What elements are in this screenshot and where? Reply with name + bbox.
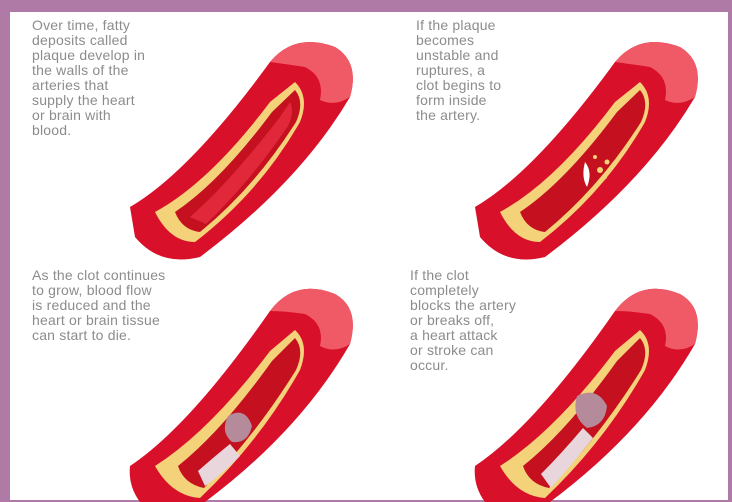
artery-illustration [465, 266, 715, 502]
artery-illustration [465, 22, 715, 262]
panel-clot-growth: As the clot continues to grow, blood flo… [10, 264, 370, 500]
panel-plaque-rupture: If the plaque becomes unstable and ruptu… [370, 12, 728, 262]
panel-full-blockage: If the clot completely blocks the artery… [370, 264, 728, 500]
clot-particle [597, 167, 603, 173]
clot-particle [605, 160, 610, 165]
artery-illustration [120, 22, 370, 262]
clot-particle [603, 175, 607, 179]
panel-plaque-buildup: Over time, fatty deposits called plaque … [10, 12, 370, 262]
diagram-frame: Over time, fatty deposits called plaque … [10, 12, 728, 500]
artery-illustration [120, 266, 370, 502]
clot-particle [593, 155, 597, 159]
